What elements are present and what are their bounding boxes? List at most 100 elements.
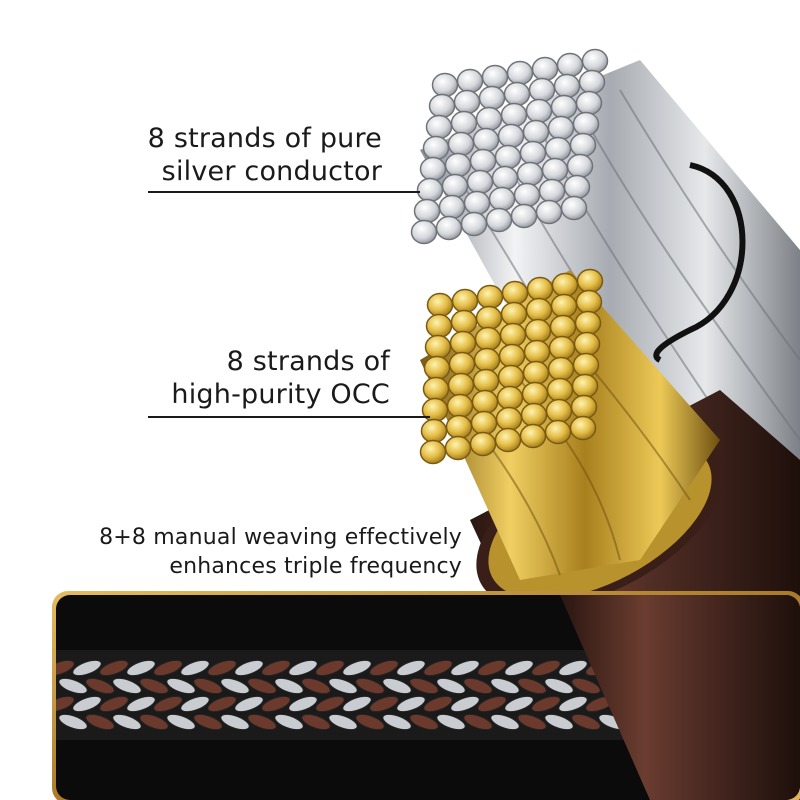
braid-strand (369, 695, 399, 713)
braid-strand (463, 677, 493, 695)
braid-strand (58, 713, 88, 731)
strand-tip (549, 314, 577, 340)
strand-tip (547, 115, 575, 141)
braid-strand (544, 677, 574, 695)
braid-strand (571, 677, 601, 695)
braid-strand (396, 659, 426, 677)
strand-tip (495, 406, 523, 432)
strand-tip (420, 418, 448, 444)
braid-strand (58, 677, 88, 695)
braid-strand (288, 695, 318, 713)
strand-tip (423, 355, 451, 381)
strand-tip (523, 339, 551, 365)
braid-strand (112, 677, 142, 695)
strand-tip (578, 69, 606, 95)
strand-tip (581, 48, 609, 74)
strand-tip (419, 156, 447, 182)
braid-strand (220, 713, 250, 731)
strand-tip (570, 394, 598, 420)
strand-tip (428, 93, 456, 119)
strand-tip (446, 393, 474, 419)
braided-cable-icon (56, 595, 800, 800)
strand-tip (475, 106, 503, 132)
braided-cable-panel (52, 591, 800, 800)
braid-strand (234, 659, 264, 677)
gold-strand-bundle-icon (419, 268, 720, 580)
strand-tip (438, 194, 466, 220)
strand-tip (466, 169, 494, 195)
strand-tip (538, 178, 566, 204)
braid-strand (99, 695, 129, 713)
braid-strand (558, 659, 588, 677)
strand-tip (476, 284, 504, 310)
strand-tip (550, 94, 578, 120)
braid-strand (571, 713, 601, 731)
braid-strand (517, 677, 547, 695)
strand-tip (572, 352, 600, 378)
braid-strand (504, 695, 534, 713)
braid-strand (99, 659, 129, 677)
braid-strand (261, 695, 291, 713)
strand-tip (544, 419, 572, 445)
strand-tip (571, 373, 599, 399)
strand-tip (426, 292, 454, 318)
braid-strand (531, 695, 561, 713)
strand-tip (488, 186, 516, 212)
strand-tip (541, 157, 569, 183)
occ-label-line1: 8 strands of (226, 346, 390, 377)
braid-strand (477, 659, 507, 677)
strand-tip (525, 98, 553, 124)
strand-tip (546, 377, 574, 403)
braid-strand (477, 695, 507, 713)
strand-tip (576, 268, 604, 294)
braid-strand (423, 659, 453, 677)
silver-pointer-line (148, 191, 420, 193)
occ-pointer-line (148, 416, 430, 418)
braid-strand (85, 677, 115, 695)
strand-tip (545, 398, 573, 424)
braid-strand (126, 695, 156, 713)
strand-tip (478, 85, 506, 111)
braid-strand (490, 677, 520, 695)
braid-strand (544, 713, 574, 731)
strand-tip (569, 132, 597, 158)
strand-tip (441, 173, 469, 199)
strand-tip (513, 182, 541, 208)
braid-strand (247, 677, 277, 695)
braid-strand (56, 695, 75, 713)
braid-strand (558, 695, 588, 713)
strand-tip (416, 177, 444, 203)
braid-strand (56, 659, 75, 677)
strand-tip (447, 372, 475, 398)
strand-tip (419, 439, 447, 465)
strand-tip (500, 102, 528, 128)
strand-tip (456, 68, 484, 94)
strand-tip (450, 309, 478, 335)
braid-strand (139, 677, 169, 695)
strand-tip (444, 435, 472, 461)
braid-strand (450, 695, 480, 713)
braid-strand (274, 677, 304, 695)
braid-strand (301, 677, 331, 695)
occ-conductor-label: 8 strands of high-purity OCC (171, 345, 390, 411)
strand-tip (472, 127, 500, 153)
braid-strand (301, 713, 331, 731)
strand-tip (485, 207, 513, 233)
strand-tip (560, 195, 588, 221)
braid-strand (153, 659, 183, 677)
strand-tip (448, 351, 476, 377)
braid-strand (85, 713, 115, 731)
braid-strand (382, 677, 412, 695)
braid-strand (234, 695, 264, 713)
strand-tip (519, 140, 547, 166)
braid-strand (180, 695, 210, 713)
braid-strand (207, 695, 237, 713)
strand-tip (503, 81, 531, 107)
strand-tip (422, 135, 450, 161)
strand-tip (425, 313, 453, 339)
strand-tip (472, 368, 500, 394)
strand-tip (410, 219, 438, 245)
braid-strand (139, 713, 169, 731)
strand-tip (525, 297, 553, 323)
